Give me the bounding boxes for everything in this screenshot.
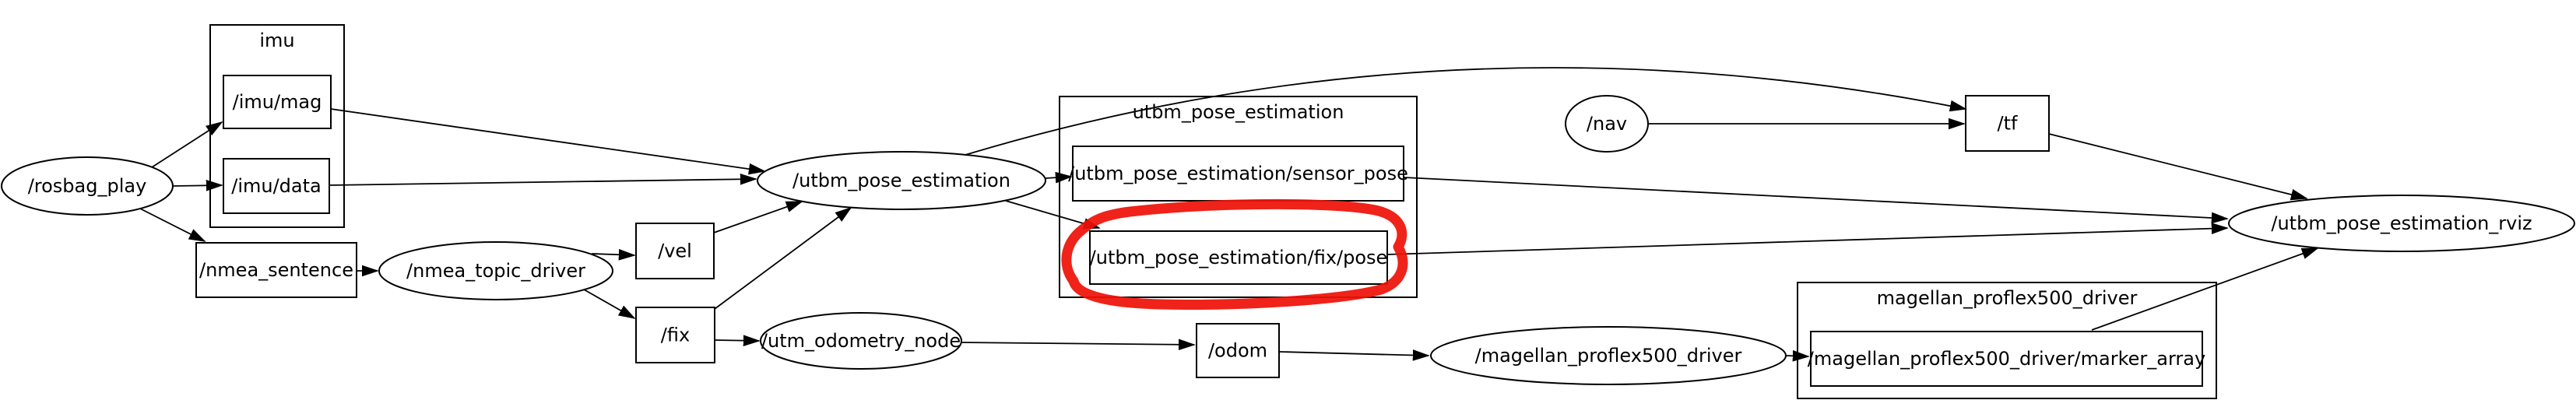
edge-utbm-pose-estimation-to-utbm-pose-estimation-sensor-pose (1045, 171, 1073, 184)
group-label-magellan-proflex500-driver: magellan_proflex500_driver (1877, 287, 2138, 309)
edge-imu-data-to-utbm-pose-estimation (329, 173, 757, 186)
node-ellipse-utbm-pose-estimation-rviz (2228, 195, 2575, 252)
topic-box-utbm-pose-estimation-fix-pose (1089, 230, 1388, 285)
group-box-magellan-proflex500-driver (1797, 282, 2217, 399)
edge-rosbag-play-to-nmea-sentence (139, 208, 206, 242)
edge-tf-to-utbm-pose-estimation-rviz (2048, 133, 2308, 201)
topic-box-nmea-sentence (195, 242, 357, 298)
topic-box-utbm-pose-estimation-sensor-pose (1072, 146, 1404, 202)
group-label-utbm-pose-estimation: utbm_pose_estimation (1133, 101, 1344, 123)
topic-label-utbm-pose-estimation-fix-pose: /utbm_pose_estimation/fix/pose (1090, 247, 1388, 268)
topic-label-magellan-proflex500-driver-marker-array: /magellan_proflex500_driver/marker_array (1808, 348, 2205, 370)
edge-odom-to-magellan-proflex500-driver (1278, 349, 1430, 361)
node-label-nav: /nav (1587, 113, 1627, 135)
edge-imu-mag-to-utbm-pose-estimation (330, 108, 766, 175)
topic-label-nmea-sentence: /nmea_sentence (199, 259, 353, 281)
edge-utbm-pose-estimation-to-tf (965, 67, 1967, 156)
edge-nmea-topic-driver-to-vel (591, 248, 636, 261)
topic-box-tf (1965, 95, 2050, 152)
edge-magellan-proflex500-driver-marker-array-to-utbm-pose-estimation-rviz (2091, 247, 2319, 331)
topic-label-utbm-pose-estimation-sensor-pose: /utbm_pose_estimation/sensor_pose (1068, 163, 1408, 184)
topic-box-vel (635, 223, 715, 279)
annotation-red-circle (1061, 198, 1408, 310)
edge-nmea-topic-driver-to-fix (583, 289, 636, 319)
edge-utbm-pose-estimation-sensor-pose-to-utbm-pose-estimation-rviz (1403, 177, 2229, 224)
node-label-utbm-pose-estimation-rviz: /utbm_pose_estimation_rviz (2271, 212, 2532, 234)
topic-box-imu-data (223, 158, 330, 214)
node-label-utbm-pose-estimation: /utbm_pose_estimation (792, 170, 1010, 191)
topic-box-odom (1196, 323, 1280, 378)
node-label-utm-odometry-node: /utm_odometry_node (761, 330, 961, 352)
topic-box-fix (635, 307, 715, 363)
edge-utbm-pose-estimation-fix-pose-to-utbm-pose-estimation-rviz (1386, 223, 2229, 255)
node-ellipse-utbm-pose-estimation (757, 151, 1046, 210)
topic-label-fix: /fix (661, 325, 690, 346)
edge-rosbag-play-to-imu-mag (151, 121, 223, 168)
node-label-magellan-proflex500-driver: /magellan_proflex500_driver (1475, 345, 1742, 367)
group-box-utbm-pose-estimation (1059, 96, 1418, 298)
node-label-nmea-topic-driver: /nmea_topic_driver (406, 260, 585, 282)
group-label-imu: imu (259, 30, 294, 51)
topic-label-imu-mag: /imu/mag (233, 91, 322, 113)
topic-box-imu-mag (223, 75, 332, 129)
topic-box-magellan-proflex500-driver-marker-array (1810, 331, 2203, 387)
edge-rosbag-play-to-imu-data (172, 179, 223, 191)
edge-fix-to-utbm-pose-estimation (714, 206, 852, 310)
edge-utm-odometry-node-to-odom (961, 339, 1196, 351)
node-ellipse-utm-odometry-node (760, 312, 962, 370)
topic-label-tf: /tf (1998, 113, 2018, 135)
edge-vel-to-utbm-pose-estimation (713, 201, 803, 233)
topic-label-odom: /odom (1208, 340, 1267, 362)
node-ellipse-nmea-topic-driver (378, 241, 613, 300)
topic-label-imu-data: /imu/data (231, 175, 322, 197)
topic-label-vel: /vel (658, 240, 692, 262)
node-label-rosbag-play: /rosbag_play (28, 175, 147, 197)
edge-fix-to-utm-odometry-node (714, 335, 761, 346)
